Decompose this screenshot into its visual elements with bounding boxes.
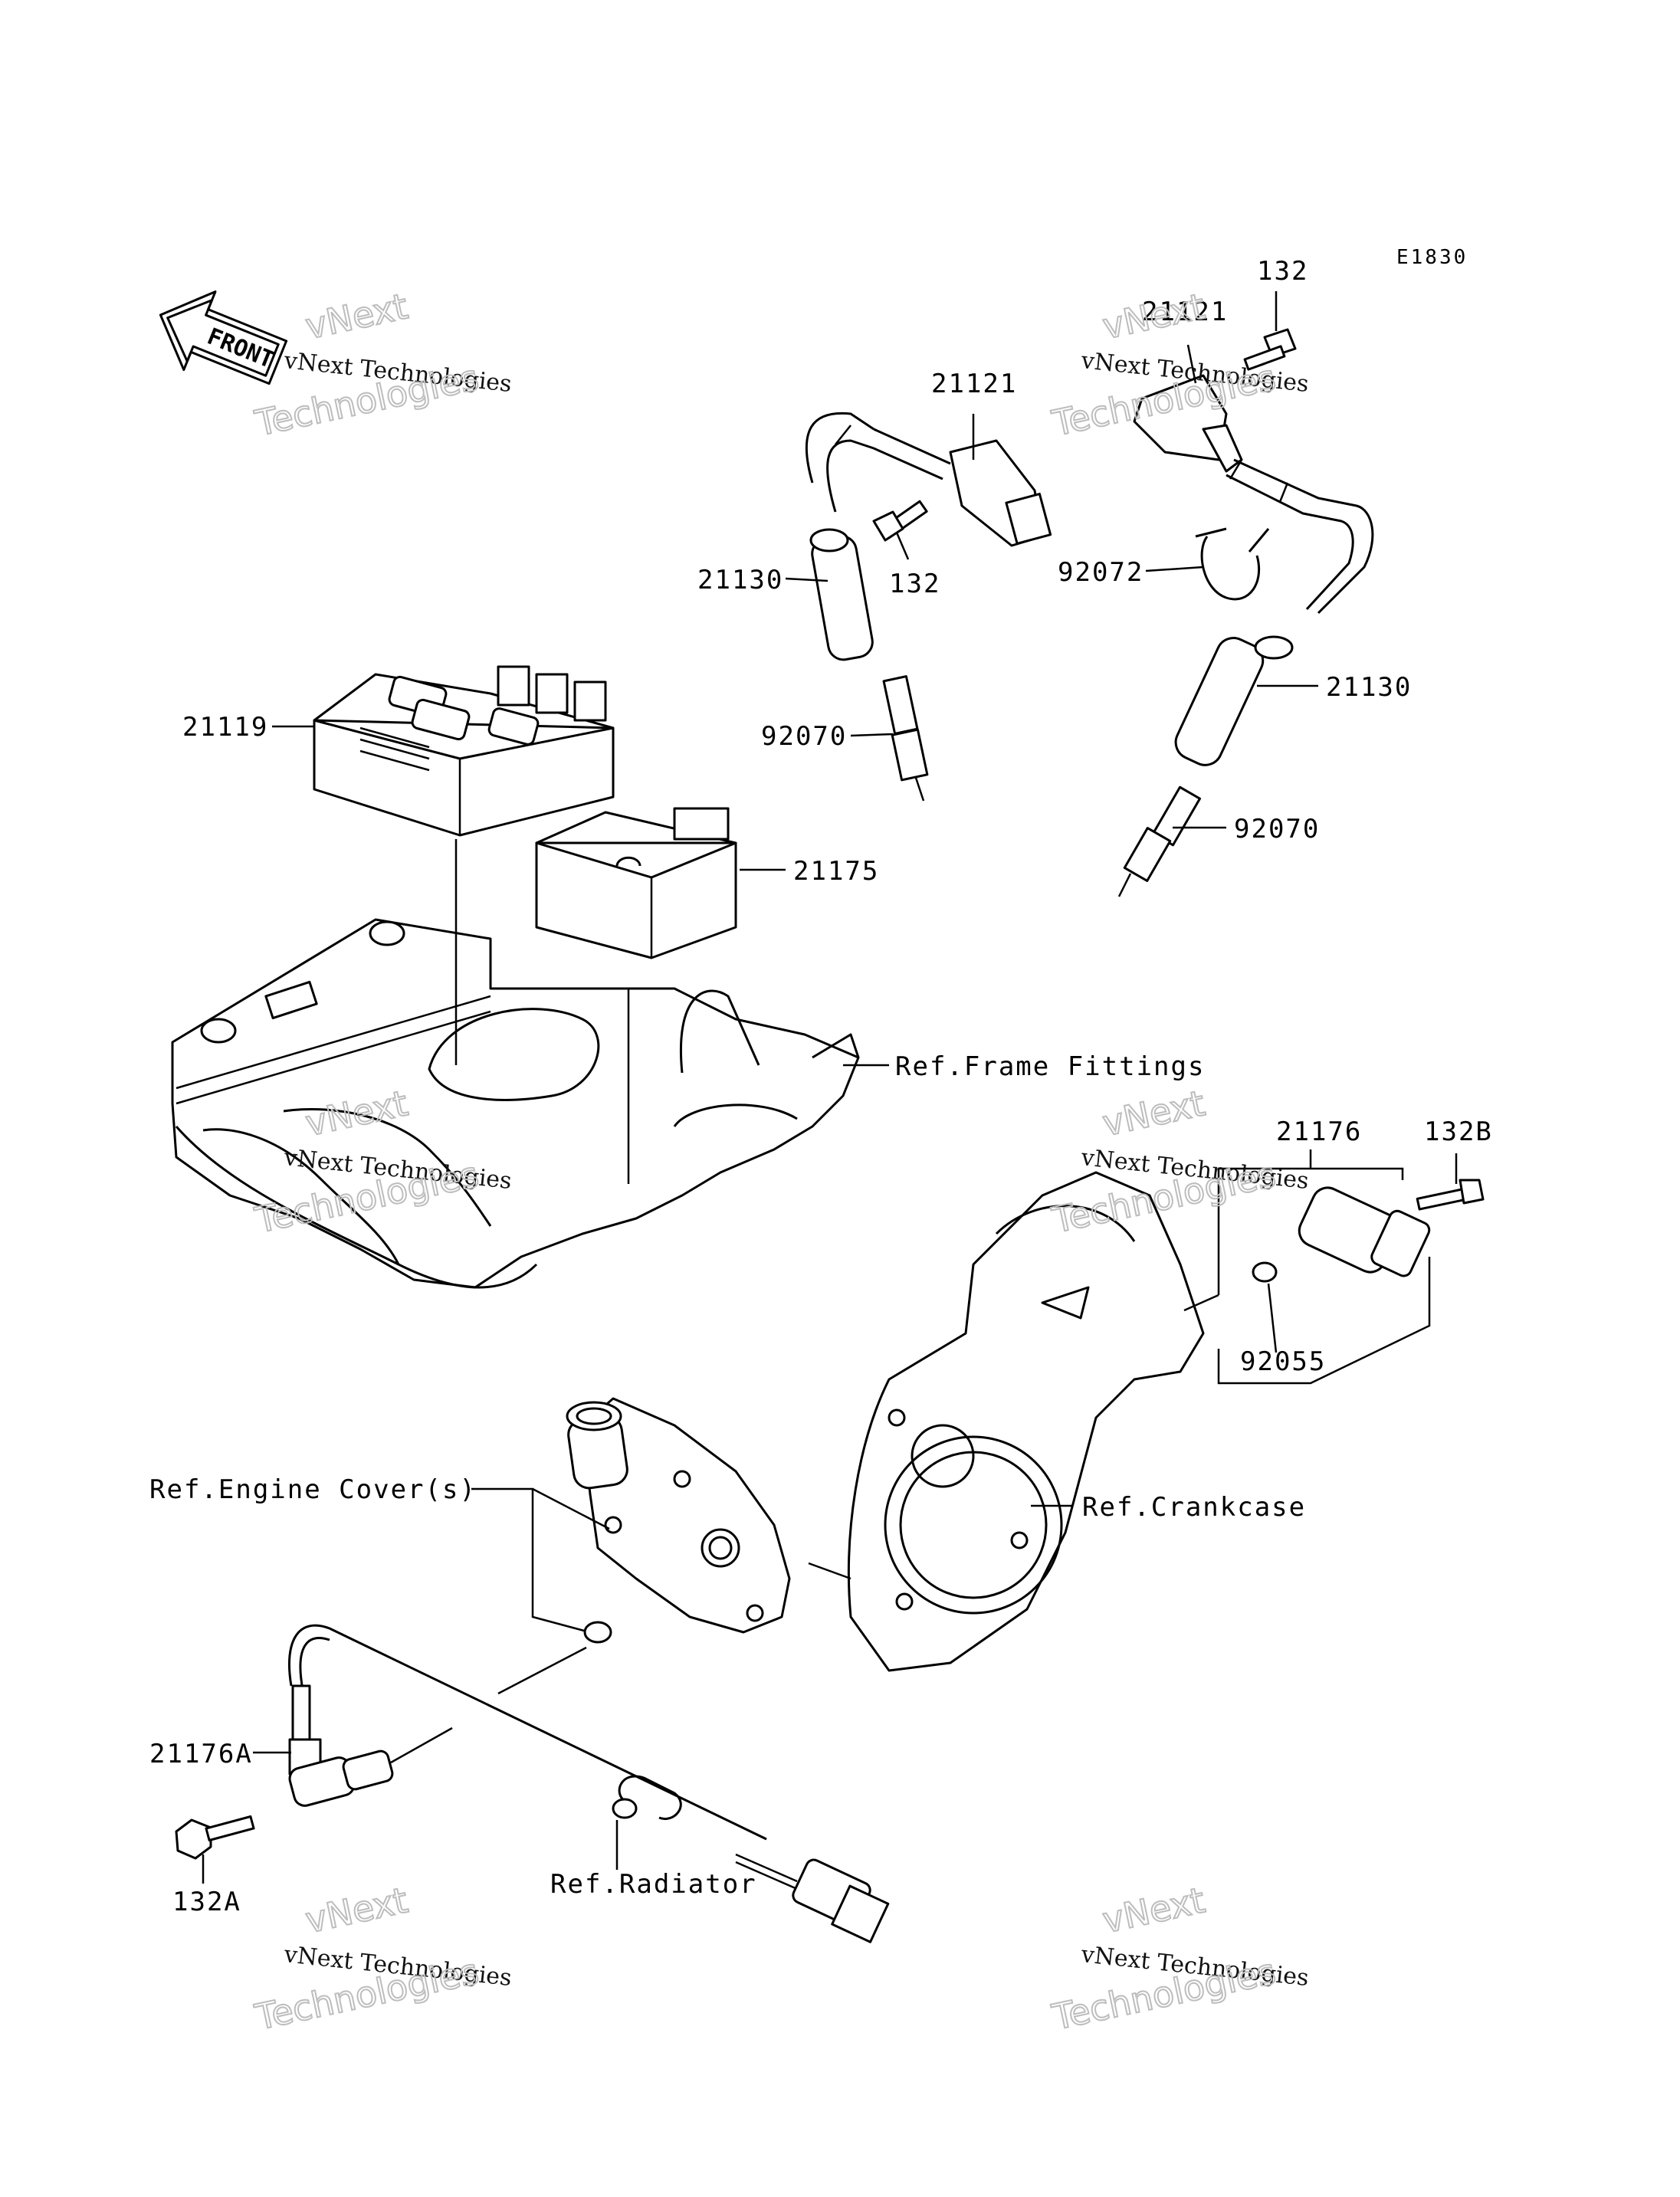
coil-boot-left	[809, 528, 874, 661]
bolt-132B	[1416, 1179, 1485, 1211]
callout-21121-right: 21121	[1142, 297, 1228, 327]
watermark-outline: vNext	[1099, 1082, 1209, 1144]
coil-boot-right	[1174, 635, 1294, 766]
module-21175	[535, 807, 737, 959]
wire-clamp	[612, 1775, 682, 1820]
bracket-21176-bottom	[1217, 1257, 1431, 1385]
sensor-21176	[1252, 1186, 1431, 1283]
callout-ref-radiator: Ref.Radiator	[550, 1869, 757, 1900]
spark-plug-right	[1117, 785, 1201, 897]
callout-21176A: 21176A	[149, 1739, 253, 1769]
callout-92055: 92055	[1240, 1346, 1326, 1377]
callout-21130-right: 21130	[1326, 672, 1412, 703]
callout-132-top: 132	[1257, 256, 1308, 287]
callout-21121-left: 21121	[931, 369, 1017, 399]
spark-plug-left	[882, 675, 929, 802]
ecu-21119	[313, 665, 615, 837]
watermark-outline: vNext	[302, 1879, 412, 1941]
callout-92072: 92072	[1058, 557, 1144, 588]
clamp-92072	[1195, 527, 1270, 601]
sensor-axis	[390, 1726, 453, 1764]
front-arrow-icon: FRONT	[159, 290, 288, 385]
bolt-132-top	[1243, 328, 1297, 371]
watermark: vNext Technologies vNext Technologies vN…	[251, 284, 1310, 2038]
o-ring-cover	[583, 1621, 612, 1644]
callout-ref-engine-cover: Ref.Engine Cover(s)	[149, 1474, 477, 1505]
callout-92070-left: 92070	[761, 721, 847, 752]
watermark-outline: vNext	[1099, 1879, 1209, 1941]
callout-21176: 21176	[1276, 1117, 1362, 1147]
callout-ref-frame-fittings: Ref.Frame Fittings	[895, 1051, 1205, 1082]
diagram-code: E1830	[1396, 246, 1468, 269]
sensor-21176A	[287, 1624, 767, 1841]
crankcase	[847, 1171, 1205, 1672]
ignition-coil-left	[805, 412, 1052, 547]
bolt-132A	[175, 1815, 255, 1860]
watermark-outline: vNext	[302, 285, 412, 347]
callout-21130-left: 21130	[697, 565, 783, 595]
callout-92070-right: 92070	[1234, 814, 1320, 844]
watermark-outline: vNext	[1099, 285, 1209, 347]
dashed-routing-line	[329, 1627, 767, 1841]
callout-21175: 21175	[793, 856, 879, 887]
engine-cover	[566, 1397, 791, 1634]
callout-132B: 132B	[1424, 1117, 1493, 1147]
callout-21119: 21119	[182, 712, 268, 743]
callout-ref-crankcase: Ref.Crankcase	[1082, 1492, 1306, 1523]
frame-bracket	[171, 918, 860, 1289]
callout-132A: 132A	[172, 1887, 241, 1917]
callout-132-mid: 132	[889, 569, 940, 599]
wire-connector	[735, 1853, 890, 1943]
bolt-132-mid	[872, 500, 928, 542]
ignition-coil-right	[1133, 374, 1374, 615]
leader-lines	[202, 291, 1458, 1884]
